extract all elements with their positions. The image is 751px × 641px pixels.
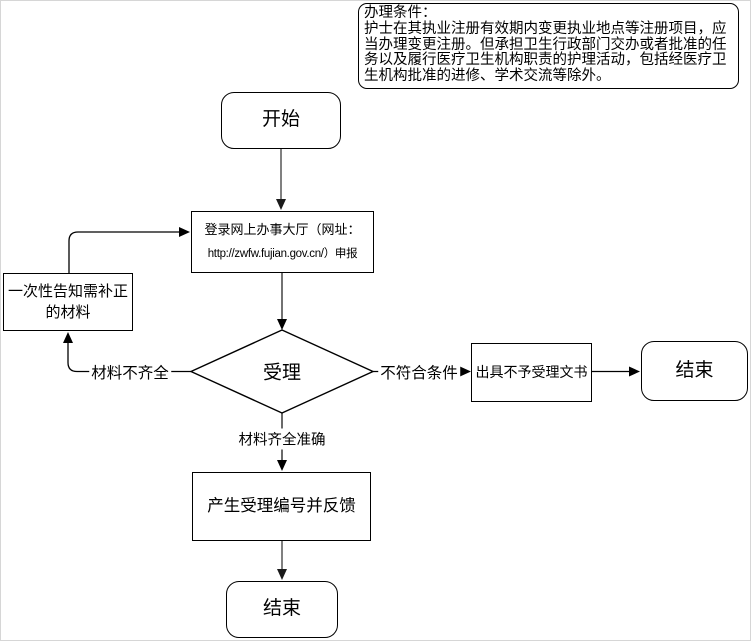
node-login-declare: 登录网上办事大厅（网址： http://zwfw.fujian.gov.cn/）… [191,211,374,273]
arrowhead-decision-generate [277,460,287,471]
edge-label-materials-incomplete: 材料不齐全 [89,361,171,383]
arrowhead-decision-notify [63,332,73,343]
node-notify-supplement: 一次性告知需补正的材料 [3,273,133,331]
node-generate-number: 产生受理编号并反馈 [192,472,371,541]
edge-decision-notify [67,343,191,373]
node-end-bottom-label: 结束 [262,598,301,620]
decision-node-label: 受理 [262,362,302,384]
node-end-bottom: 结束 [226,581,338,638]
arrowhead-login-decision [277,319,287,330]
node-generate-label: 产生受理编号并反馈 [207,496,356,515]
arrowhead-generate-end [277,569,287,580]
node-login-line1: 登录网上办事大厅（网址： [204,222,361,237]
arrowhead-notify-login [179,227,190,237]
arrowhead-reject-end [629,366,640,377]
node-reject-document: 出具不予受理文书 [471,343,592,402]
edge-label-materials-complete: 材料齐全准确 [236,428,328,450]
node-reject-label: 出具不予受理文书 [475,364,588,381]
node-end-right-label: 结束 [675,359,714,381]
decision-diamond-shape [189,329,375,414]
condition-note: 办理条件： 护士在其执业注册有效期内变更执业地点等注册项目，应当办理变更注册。但… [358,3,739,89]
node-start-label: 开始 [261,109,300,131]
node-notify-label: 一次性告知需补正的材料 [7,283,128,321]
edge-notify-login [68,231,181,273]
condition-note-body: 护士在其执业注册有效期内变更执业地点等注册项目，应当办理变更注册。但承担卫生行政… [364,20,727,85]
condition-note-title: 办理条件： [364,5,437,21]
node-login-line2-url: http://zwfw.fujian.gov.cn/）申报 [207,248,358,260]
node-end-right: 结束 [641,341,748,401]
arrowhead-start-login [276,199,286,210]
arrowhead-decision-reject [460,366,471,377]
edge-label-not-qualified: 不符合条件 [378,361,460,383]
node-start: 开始 [221,92,341,149]
